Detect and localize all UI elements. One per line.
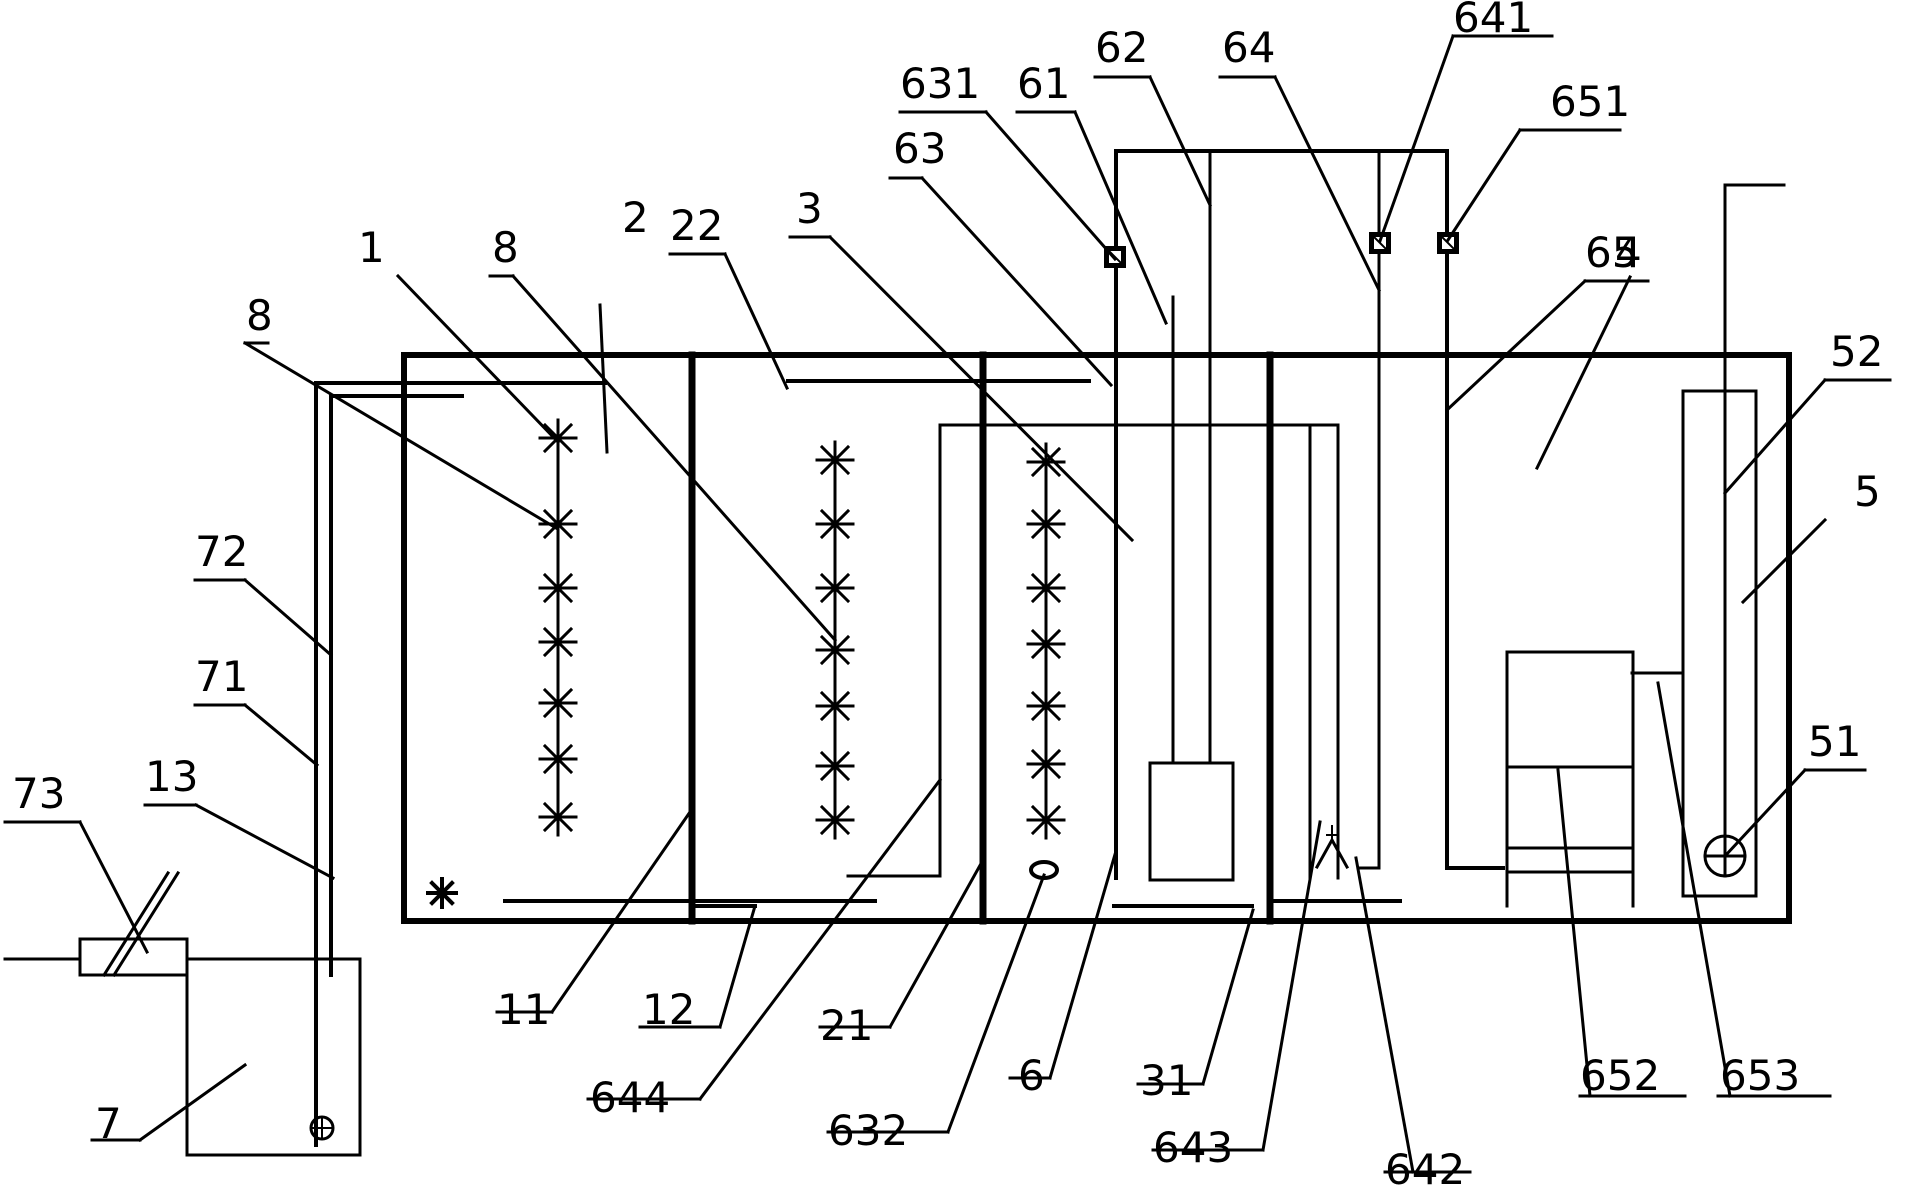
label-631: 631 [900, 59, 980, 108]
label-4: 4 [1615, 228, 1642, 277]
label-651: 651 [1550, 77, 1630, 126]
label-8-middle: 8 [492, 223, 519, 272]
label-644: 644 [590, 1073, 670, 1122]
label-22: 22 [670, 201, 723, 250]
pipe-52 [1723, 183, 1786, 872]
label-13: 13 [145, 752, 198, 801]
machine-652 [1505, 650, 1635, 769]
inlet-valve-handle-a [101, 870, 171, 978]
label-71: 71 [195, 652, 248, 701]
label-62: 62 [1095, 23, 1148, 72]
inlet-pipe-73 [78, 937, 189, 977]
label-11: 11 [497, 985, 550, 1034]
leader-lines [3, 34, 1892, 1174]
label-643: 643 [1153, 1123, 1233, 1172]
pump-642-icon [1314, 825, 1350, 870]
label-12: 12 [642, 985, 695, 1034]
label-63: 63 [893, 124, 946, 173]
label-632: 632 [828, 1106, 908, 1155]
sedimentation-tank-5 [1681, 389, 1758, 898]
label-61: 61 [1017, 59, 1070, 108]
label-652: 652 [1580, 1051, 1660, 1100]
label-65: 65 [1585, 228, 1638, 277]
valve-651-icon [1437, 232, 1459, 254]
storage-tank-7 [185, 957, 362, 1157]
label-1: 1 [358, 223, 385, 272]
return-pipe-644 [846, 423, 1340, 880]
label-52: 52 [1830, 327, 1883, 376]
pipe-71 [329, 394, 345, 977]
valve-641-icon [1369, 232, 1391, 254]
label-2: 2 [622, 193, 649, 242]
main-tank-outline [401, 352, 1792, 924]
label-641: 641 [1453, 0, 1533, 42]
label-642: 642 [1385, 1145, 1465, 1189]
pump-7-icon [309, 1115, 335, 1141]
label-3: 3 [796, 184, 823, 233]
label-31: 31 [1140, 1056, 1193, 1105]
blower-6 [1148, 761, 1235, 882]
inlet-valve-handle-b [111, 870, 181, 978]
label-21: 21 [820, 1001, 873, 1050]
filler-column-3 [1026, 442, 1066, 840]
aerator-13-icon [426, 877, 458, 909]
pipe-72 [314, 381, 607, 1147]
label-73: 73 [12, 769, 65, 818]
label-7: 7 [95, 1099, 122, 1148]
label-5: 5 [1854, 467, 1881, 516]
label-6: 6 [1018, 1051, 1045, 1100]
label-653: 653 [1720, 1051, 1800, 1100]
label-64: 64 [1222, 23, 1275, 72]
label-51: 51 [1808, 717, 1861, 766]
filler-column-1 [538, 418, 578, 837]
label-72: 72 [195, 527, 248, 576]
label-8-left: 8 [246, 291, 273, 340]
manifold-pipe [1114, 149, 1505, 880]
